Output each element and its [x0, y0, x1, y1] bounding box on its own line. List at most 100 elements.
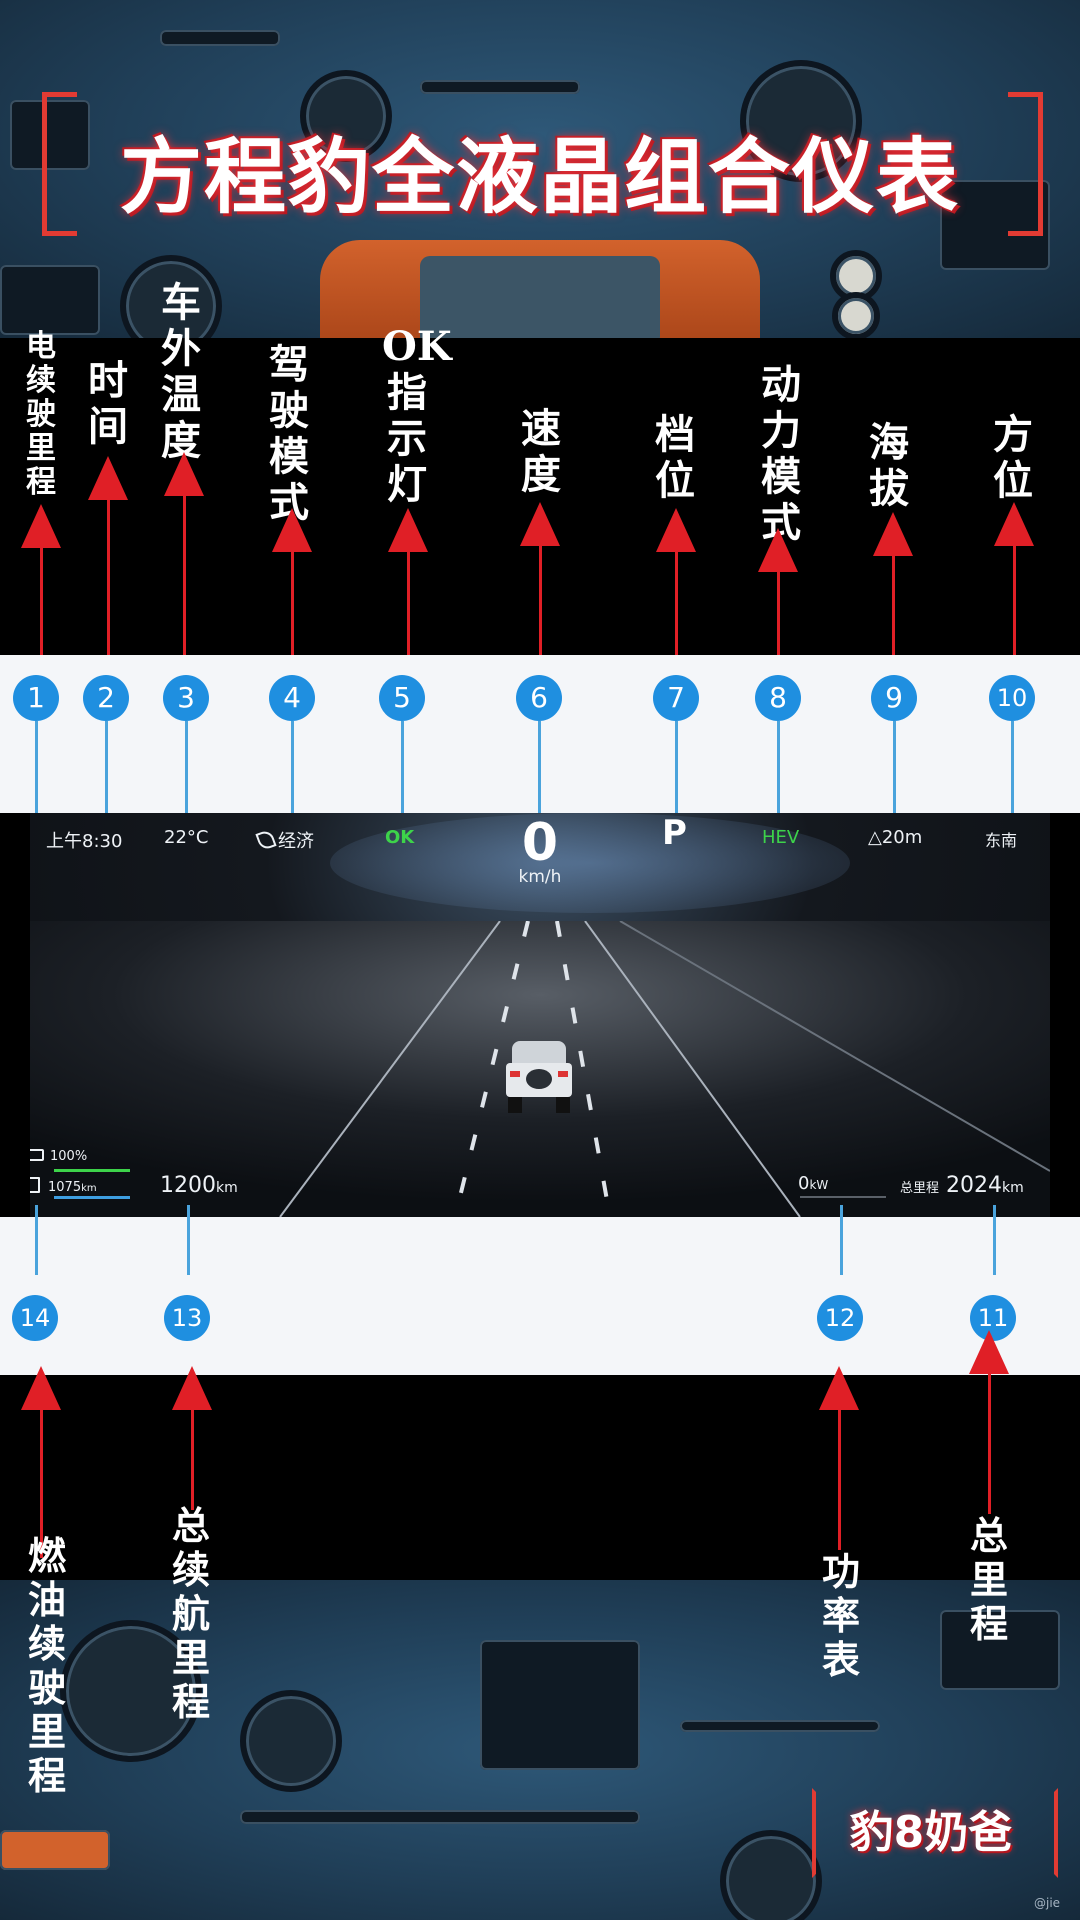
altitude-unit: m: [904, 827, 923, 848]
clock-readout: 上午8:30: [46, 831, 123, 852]
arrow-up-icon: [172, 1366, 212, 1410]
label-outside-temperature: 车外温度: [161, 279, 201, 464]
callout-badge-2: 2: [83, 675, 129, 721]
title-bracket-right: [1008, 92, 1043, 236]
arrow-up-icon: [819, 1366, 859, 1410]
label-speed: 速度: [521, 405, 561, 498]
callout-badge-4: 4: [269, 675, 315, 721]
leader-line-14: [35, 1205, 38, 1275]
callout-badge-3: 3: [163, 675, 209, 721]
fuel-range-unit: km: [81, 1183, 97, 1194]
ok-indicator: OK: [385, 827, 415, 848]
gauge-part-image: [720, 1830, 822, 1920]
label-ok-indicator-text: OK指示灯: [382, 323, 452, 508]
leader-line-3: [185, 721, 188, 817]
arrow-line: [40, 1410, 43, 1558]
arrow-line: [191, 1410, 194, 1510]
leader-line-4: [291, 721, 294, 819]
power-unit: kW: [809, 1178, 829, 1192]
speaker-part-image: [120, 255, 222, 338]
tool-part-image: [680, 1720, 880, 1732]
callout-badge-8: 8: [755, 675, 801, 721]
rod-part-image: [240, 1810, 640, 1824]
wheel-part-image: [240, 1690, 342, 1792]
leader-line-10: [1011, 721, 1014, 819]
battery-part-image: [0, 265, 100, 335]
callout-badge-13: 13: [164, 1295, 210, 1341]
tool-part-image: [160, 30, 280, 46]
callout-badge-12: 12: [817, 1295, 863, 1341]
direction-readout: 东南: [985, 831, 1018, 850]
power-mode-indicator: HEV: [762, 827, 800, 848]
arrow-up-icon: [88, 456, 128, 500]
callout-band-bottom: [0, 1217, 1080, 1375]
arrow-up-icon: [969, 1330, 1009, 1374]
arrow-up-icon: [520, 502, 560, 546]
drive-mode-label: 经济: [278, 831, 314, 852]
module-part-image: [940, 1610, 1060, 1690]
battery-level-bar: [54, 1169, 130, 1172]
engine-part-image: [940, 180, 1050, 270]
speed-unit: km/h: [518, 867, 562, 887]
arrow-line: [838, 1410, 841, 1550]
drive-mode-indicator: 经济: [255, 827, 314, 853]
odometer-value: 2024: [946, 1173, 1003, 1198]
fuel-range-readout: 1075km: [30, 1177, 97, 1195]
battery-icon: [30, 1149, 44, 1161]
callout-badge-10: 10: [989, 675, 1035, 721]
engine-part-image: [480, 1640, 640, 1770]
car-roof-panel-image: [420, 256, 660, 338]
label-electric-range: 电续驶里程: [26, 329, 56, 500]
leader-line-11: [993, 1205, 996, 1275]
label-direction: 方位: [993, 411, 1033, 504]
label-gear: 档位: [655, 411, 695, 504]
label-fuel-range: 燃油续驶里程: [27, 1533, 66, 1798]
arrow-up-icon: [272, 508, 312, 552]
leader-line-8: [777, 721, 780, 819]
label-odometer: 总里程: [969, 1513, 1008, 1646]
brand-logo-text: 豹8奶爸: [849, 1807, 1013, 1858]
odometer-label: 总里程: [900, 1181, 940, 1196]
title-bracket-left: [42, 92, 77, 236]
page-title: 方程豹全液晶组合仪表: [119, 130, 960, 225]
callout-badge-1: 1: [13, 675, 59, 721]
leader-line-9: [893, 721, 896, 819]
fuel-range-value: 1075: [48, 1180, 82, 1195]
arrow-line: [1013, 546, 1016, 660]
label-total-range: 总续航里程: [171, 1503, 210, 1724]
arrow-up-icon: [994, 502, 1034, 546]
instrument-cluster: 上午8:30 22°C 经济 OK 0 km/h P HEV △20m 东南: [30, 813, 1050, 1217]
mountain-icon: △: [868, 827, 882, 848]
arrow-line: [539, 546, 542, 660]
altitude-value: 20: [881, 827, 905, 848]
power-meter-bar: [800, 1196, 886, 1198]
leader-line-2: [105, 721, 108, 819]
watermark: @jie: [1034, 1896, 1061, 1910]
label-drive-mode: 驾驶模式: [269, 341, 309, 526]
arrow-up-icon: [758, 528, 798, 572]
arrow-line: [675, 552, 678, 660]
leader-line-7: [675, 721, 678, 821]
callout-badge-6: 6: [516, 675, 562, 721]
total-range-unit: km: [216, 1180, 238, 1196]
fuel-pump-icon: [30, 1177, 40, 1193]
callout-badge-14: 14: [12, 1295, 58, 1341]
label-power-meter: 功率表: [821, 1549, 860, 1682]
altitude-readout: △20m: [868, 827, 922, 848]
arrow-line: [407, 552, 410, 660]
power-meter-readout: 0kW: [798, 1173, 828, 1194]
fuel-level-bar: [54, 1196, 130, 1199]
leader-line-5: [401, 721, 404, 819]
speed-display: 0 km/h: [500, 813, 580, 887]
arrow-line: [777, 572, 780, 660]
tire-part-image: [740, 60, 862, 182]
top-banner-background: [0, 0, 1080, 338]
battery-percent: 100%: [50, 1149, 88, 1164]
bottom-banner-background: [0, 1580, 1080, 1920]
label-ok-indicator: OK指示灯: [382, 323, 452, 508]
outside-temperature-readout: 22°C: [164, 827, 209, 848]
arrow-line: [40, 548, 43, 660]
battery-readout: 100%: [30, 1149, 87, 1164]
vehicle-rear-icon: [506, 1041, 572, 1113]
callout-badge-9: 9: [871, 675, 917, 721]
